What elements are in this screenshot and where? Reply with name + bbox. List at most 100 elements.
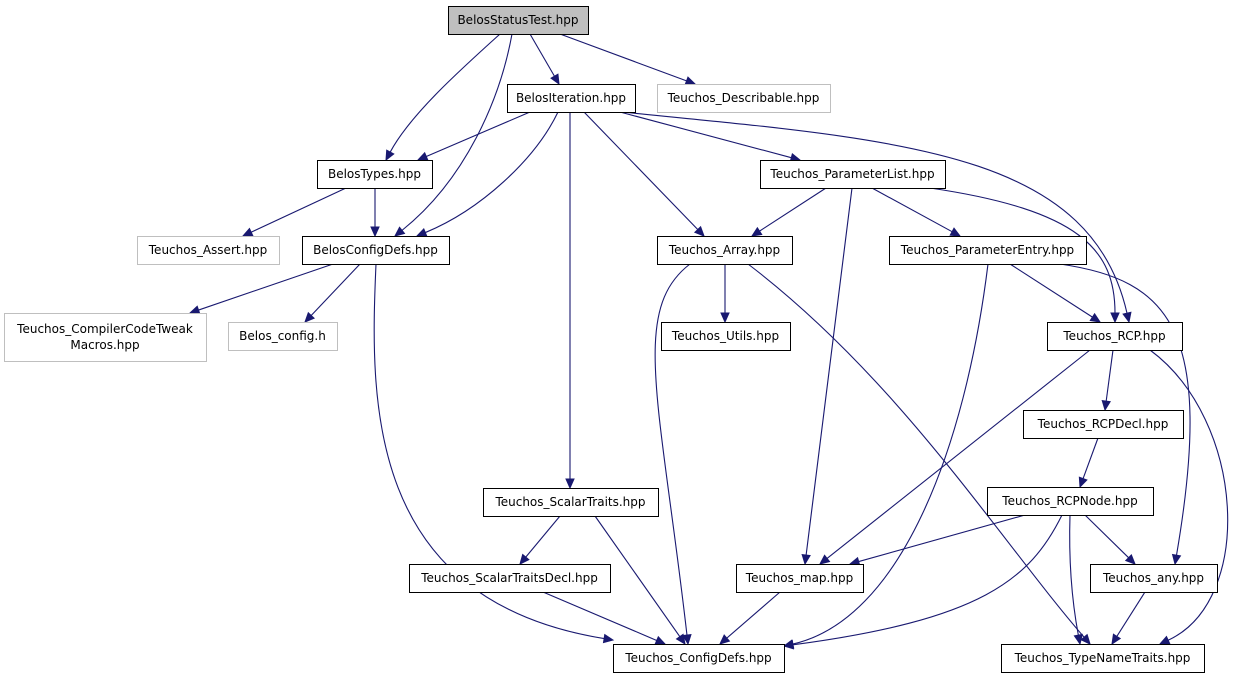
edge-line (654, 263, 691, 636)
node-array[interactable]: Teuchos_Array.hpp (657, 236, 793, 265)
arrowhead-icon (519, 553, 530, 565)
edge-rcp-to-rcpdecl (1101, 349, 1114, 412)
edge-line (542, 591, 657, 641)
edge-line (198, 263, 334, 311)
node-paramentry[interactable]: Teuchos_ParameterEntry.hpp (889, 236, 1087, 265)
node-box (409, 564, 611, 593)
node-teuchosconfig[interactable]: Teuchos_ConfigDefs.hpp (613, 644, 785, 673)
edge-line (826, 349, 1091, 559)
arrowhead-icon (819, 554, 831, 565)
node-box (661, 322, 791, 351)
arrowhead-icon (801, 553, 811, 566)
edge-rcpdecl-to-rcpnode (1078, 437, 1099, 489)
arrowhead-icon (385, 149, 395, 162)
arrowhead-icon (1122, 311, 1132, 324)
node-status[interactable]: BelosStatusTest.hpp (448, 6, 589, 35)
edge-scalartraits-to-scalartraitsdecl (519, 515, 561, 565)
node-scalartraitsdecl[interactable]: Teuchos_ScalarTraitsDecl.hpp (409, 564, 611, 593)
node-label: Teuchos_ConfigDefs.hpp (624, 651, 771, 665)
node-box (760, 160, 946, 189)
node-box (448, 6, 589, 35)
edge-line (1009, 263, 1093, 318)
node-box (137, 236, 280, 265)
node-box (1001, 644, 1205, 673)
edge-line (619, 111, 792, 159)
node-box (1023, 410, 1184, 439)
edge-line (559, 33, 687, 82)
node-label: Teuchos_map.hpp (745, 571, 853, 585)
edge-any-to-typenametraits (1111, 591, 1146, 646)
node-configdefs[interactable]: BelosConfigDefs.hpp (302, 236, 450, 265)
arrowhead-icon (416, 151, 429, 161)
edge-line (583, 111, 699, 230)
edge-line (525, 515, 561, 558)
edge-rcpnode-to-any (1084, 514, 1136, 565)
arrowhead-icon (782, 640, 795, 650)
edge-line (929, 187, 1116, 314)
edge-line (792, 263, 989, 645)
node-any[interactable]: Teuchos_any.hpp (1090, 564, 1218, 593)
node-box (1047, 322, 1183, 351)
node-rcp[interactable]: Teuchos_RCP.hpp (1047, 322, 1183, 351)
edge-types-to-assert (241, 187, 347, 237)
node-rcpdecl[interactable]: Teuchos_RCPDecl.hpp (1023, 410, 1184, 439)
arrowhead-icon (1101, 399, 1111, 412)
edge-rcpnode-to-teuchosconfig (782, 514, 1063, 650)
edge-array-to-teuchosconfig (654, 263, 692, 646)
edge-scalartraits-to-teuchosconfig (594, 515, 686, 646)
arrowhead-icon (693, 225, 705, 237)
node-box (657, 84, 831, 113)
arrowhead-icon (684, 76, 697, 86)
node-label: Belos_config.h (239, 329, 326, 343)
edge-line (1069, 514, 1079, 636)
edge-line (426, 111, 531, 157)
node-rcpnode[interactable]: Teuchos_RCPNode.hpp (987, 487, 1154, 516)
edge-line (621, 111, 1128, 314)
arrowhead-icon (720, 312, 730, 324)
edge-line (792, 514, 1063, 646)
node-map[interactable]: Teuchos_map.hpp (736, 564, 864, 593)
node-label: Teuchos_TypeNameTraits.hpp (1014, 651, 1191, 665)
node-describable[interactable]: Teuchos_Describable.hpp (657, 84, 831, 113)
edge-iteration-to-paramlist (619, 111, 802, 163)
arrowhead-icon (415, 227, 428, 237)
arrowhead-icon (719, 634, 731, 645)
edge-line (1149, 349, 1229, 641)
edge-line (310, 263, 361, 316)
node-typenametraits[interactable]: Teuchos_TypeNameTraits.hpp (1001, 644, 1205, 673)
node-label: Teuchos_Describable.hpp (667, 91, 820, 105)
arrowhead-icon (394, 226, 406, 237)
node-label: Teuchos_RCP.hpp (1062, 329, 1165, 343)
arrowhead-icon (241, 227, 254, 237)
arrowhead-icon (370, 226, 380, 238)
node-scalartraits[interactable]: Teuchos_ScalarTraits.hpp (483, 488, 659, 517)
node-paramlist[interactable]: Teuchos_ParameterList.hpp (760, 160, 946, 189)
node-label: Teuchos_Array.hpp (668, 243, 780, 257)
edge-line (858, 514, 1026, 563)
node-belosconfig[interactable]: Belos_config.h (228, 322, 338, 351)
edge-paramentry-to-rcp (1009, 263, 1102, 323)
node-box (987, 487, 1154, 516)
node-box (507, 84, 636, 113)
node-label: BelosTypes.hpp (328, 167, 421, 181)
arrowhead-icon (1110, 312, 1120, 324)
node-box (1090, 564, 1218, 593)
arrowhead-icon (602, 633, 615, 644)
edge-configdefs-to-belosconfig (304, 263, 361, 323)
node-types[interactable]: BelosTypes.hpp (317, 160, 433, 189)
node-assert[interactable]: Teuchos_Assert.hpp (137, 236, 280, 265)
node-iteration[interactable]: BelosIteration.hpp (507, 84, 636, 113)
edge-iteration-to-scalartraits (565, 112, 575, 490)
arrowhead-icon (675, 633, 686, 646)
node-label: Teuchos_ScalarTraitsDecl.hpp (420, 571, 598, 585)
arrowhead-icon (682, 634, 692, 646)
edge-line (759, 187, 827, 232)
edge-status-to-configdefs (394, 33, 513, 237)
node-label: BelosConfigDefs.hpp (313, 243, 438, 257)
node-box (317, 160, 433, 189)
node-label: Teuchos_ParameterEntry.hpp (900, 243, 1074, 257)
node-utils[interactable]: Teuchos_Utils.hpp (661, 322, 791, 351)
